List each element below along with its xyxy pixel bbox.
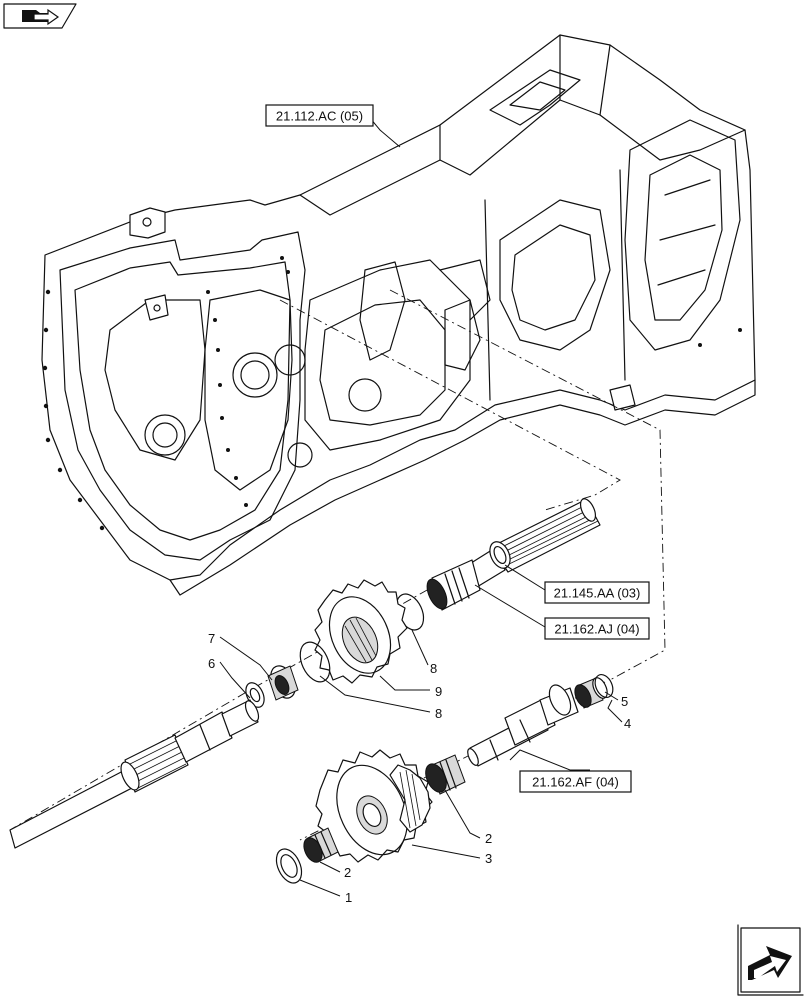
callout-6: 6 (208, 656, 215, 671)
small-bearing (267, 665, 299, 701)
callout-numbers: 1 2 2 3 4 5 6 7 8 8 9 (208, 631, 631, 905)
mid-needle-bearing (425, 754, 466, 795)
callout-3: 3 (485, 851, 492, 866)
upper-gear (314, 579, 408, 684)
ref-bearing-ring[interactable]: 21.145.AA (03) (544, 581, 650, 604)
callout-1: 1 (345, 890, 352, 905)
lower-right-bearing (574, 677, 608, 709)
next-page-arrow-icon[interactable] (737, 924, 804, 996)
bearing-ring (489, 541, 511, 569)
callout-8-lower: 8 (435, 706, 442, 721)
ref-housing[interactable]: 21.112.AC (05) (265, 104, 374, 127)
ref-lower-shaft-label: 21.162.AF (04) (532, 775, 619, 790)
ref-upper-bearing[interactable]: 21.162.AJ (04) (544, 617, 650, 640)
callout-7: 7 (208, 631, 215, 646)
callout-8-right: 8 (430, 661, 437, 676)
ref-upper-bearing-label: 21.162.AJ (04) (554, 622, 639, 637)
ref-lower-shaft[interactable]: 21.162.AF (04) (519, 770, 632, 793)
thrust-washer-lower (275, 848, 303, 884)
folder-arrow-icon[interactable] (3, 3, 77, 29)
double-gear (315, 749, 433, 863)
callout-2-right: 2 (485, 831, 492, 846)
callout-5: 5 (621, 694, 628, 709)
ref-bearing-ring-label: 21.145.AA (03) (554, 586, 641, 601)
left-needle-bearing (303, 827, 339, 863)
lower-washer (594, 674, 614, 698)
leader-lines (219, 117, 623, 897)
ref-housing-label: 21.112.AC (05) (276, 109, 363, 124)
callout-2-left: 2 (344, 865, 351, 880)
lower-shaft (467, 684, 579, 767)
transmission-housing (41, 34, 756, 596)
snap-ring-lower (299, 641, 331, 683)
main-drive-shaft (9, 699, 260, 849)
upper-needle-bearing (426, 559, 481, 611)
callout-4: 4 (624, 716, 631, 731)
upper-splined-shaft (459, 498, 601, 591)
callout-9: 9 (435, 684, 442, 699)
